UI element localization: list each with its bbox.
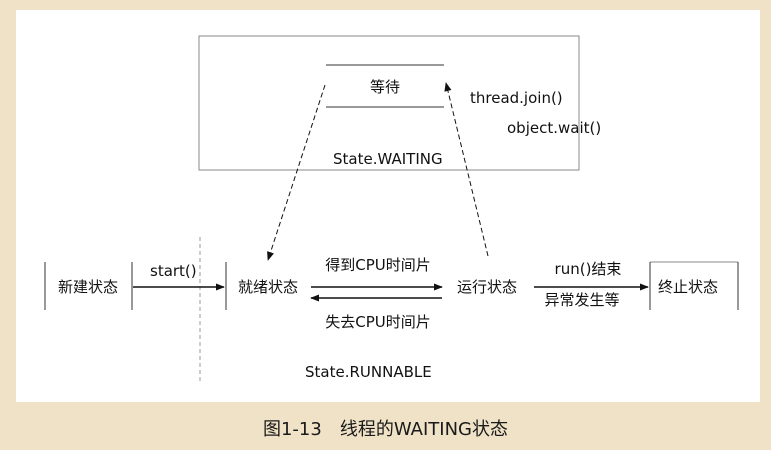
runnable-region-label: State.RUNNABLE <box>305 363 432 381</box>
new-state-label: 新建状态 <box>58 278 118 296</box>
run-end-label: run()结束 <box>555 260 622 278</box>
figure-caption: 图1-13 线程的WAITING状态 <box>262 419 508 440</box>
exception-label: 异常发生等 <box>544 291 619 309</box>
running-to-waiting-arrow <box>444 82 489 257</box>
running-state-label: 运行状态 <box>457 278 517 296</box>
lose-cpu-label: 失去CPU时间片 <box>325 313 431 331</box>
waiting-region-box <box>198 35 580 171</box>
waiting-region-label: State.WAITING <box>333 150 443 168</box>
waiting-state-label: 等待 <box>370 78 400 96</box>
start-transition-label: start() <box>150 262 197 280</box>
notify-to-ready-arrow <box>267 84 326 261</box>
diagram-panel <box>16 10 760 402</box>
terminated-state-label: 终止状态 <box>658 278 718 296</box>
ready-state-label: 就绪状态 <box>238 278 298 296</box>
wait-transition-label: object.wait() <box>507 119 601 137</box>
get-cpu-label: 得到CPU时间片 <box>325 256 431 274</box>
join-transition-label: thread.join() <box>470 89 563 107</box>
